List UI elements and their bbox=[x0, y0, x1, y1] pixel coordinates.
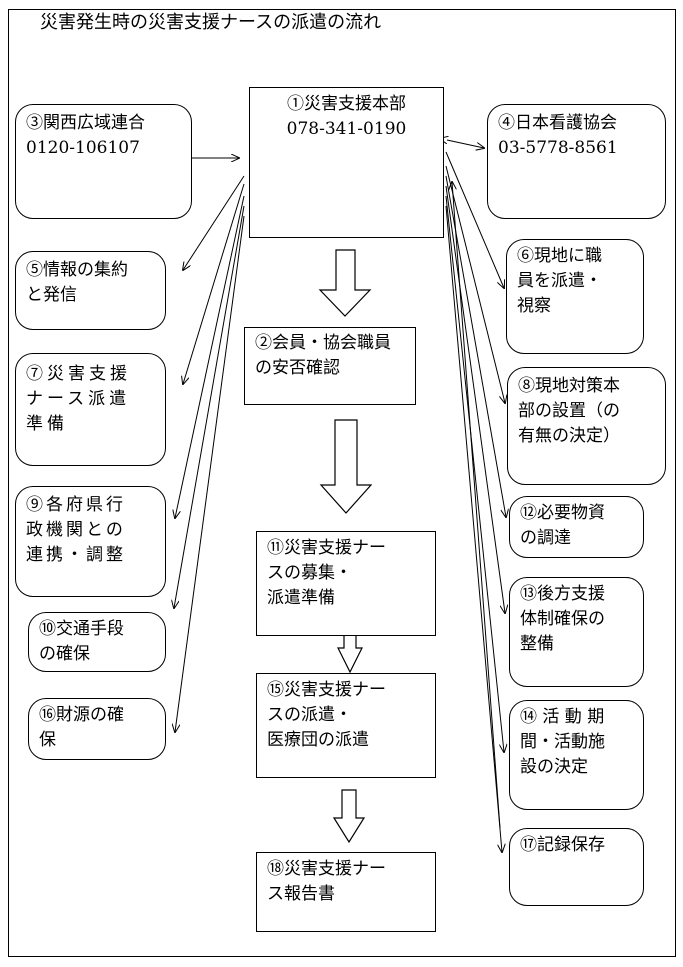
node-18-report: ⑱災害支援ナー ス報告書 bbox=[256, 852, 436, 932]
node-3-kansai-union: ③関西広域連合 0120-106107 bbox=[15, 104, 192, 219]
node-5-info-collection: ⑤情報の集約 と発信 bbox=[15, 251, 166, 330]
connector-n1-n16 bbox=[175, 215, 245, 732]
connector-n1-n4 bbox=[447, 140, 484, 148]
connector-n1-n17 bbox=[445, 205, 502, 852]
connector-n1-n7 bbox=[183, 183, 245, 384]
node-6-staff-dispatch: ⑥現地に職 員を派遣・ 視察 bbox=[506, 239, 644, 354]
node-7-nurse-prep: ⑦災害支援 ナース派遣 準備 bbox=[15, 353, 166, 466]
node-1-disaster-support-hq: ①災害支援本部 078-341-0190 bbox=[249, 87, 444, 238]
node-2-safety-check: ②会員・協会職員 の安否確認 bbox=[244, 327, 416, 405]
flow-arrow-1-2 bbox=[318, 249, 372, 317]
connector-n1-n6 bbox=[445, 151, 504, 288]
connector-n1-n9 bbox=[175, 195, 245, 518]
node-12-supplies: ⑫必要物資 の調達 bbox=[509, 496, 644, 558]
node-15-dispatch: ⑮災害支援ナー スの派遣・ 医療団の派遣 bbox=[256, 673, 436, 778]
node-11-recruitment: ⑪災害支援ナー スの募集・ 派遣準備 bbox=[256, 531, 436, 636]
diagram-frame bbox=[8, 9, 676, 957]
connector-n1-n10 bbox=[174, 205, 245, 608]
connector-n1-n8 bbox=[445, 165, 505, 403]
node-4-japan-nursing-assoc: ④日本看護協会 03-5778-8561 bbox=[487, 104, 666, 219]
diagram-title: 災害発生時の災害支援ナースの派遣の流れ bbox=[40, 12, 382, 33]
node-8-local-hq: ⑧現地対策本 部の設置（の 有無の決定） bbox=[507, 367, 666, 485]
node-9-gov-coordination: ⑨各府県行 政機関との 連携・調整 bbox=[15, 486, 166, 597]
connector-n17-n1 bbox=[452, 182, 501, 829]
flow-arrow-15-18 bbox=[332, 789, 366, 844]
node-10-transport: ⑩交通手段 の確保 bbox=[28, 612, 166, 672]
node-14-activity-period: ⑭ 活 動 期 間・活動施 設の決定 bbox=[509, 700, 644, 810]
node-17-records: ⑰記録保存 bbox=[509, 828, 644, 906]
connector-n1-n5 bbox=[183, 175, 245, 270]
node-16-funding: ⑯財源の確 保 bbox=[28, 698, 166, 760]
node-13-backup-support: ⑬後方支援 体制確保の 整備 bbox=[509, 577, 644, 687]
flow-arrow-2-11 bbox=[319, 419, 373, 514]
connector-n1-n13 bbox=[445, 185, 505, 613]
connector-n1-n14 bbox=[445, 195, 504, 752]
